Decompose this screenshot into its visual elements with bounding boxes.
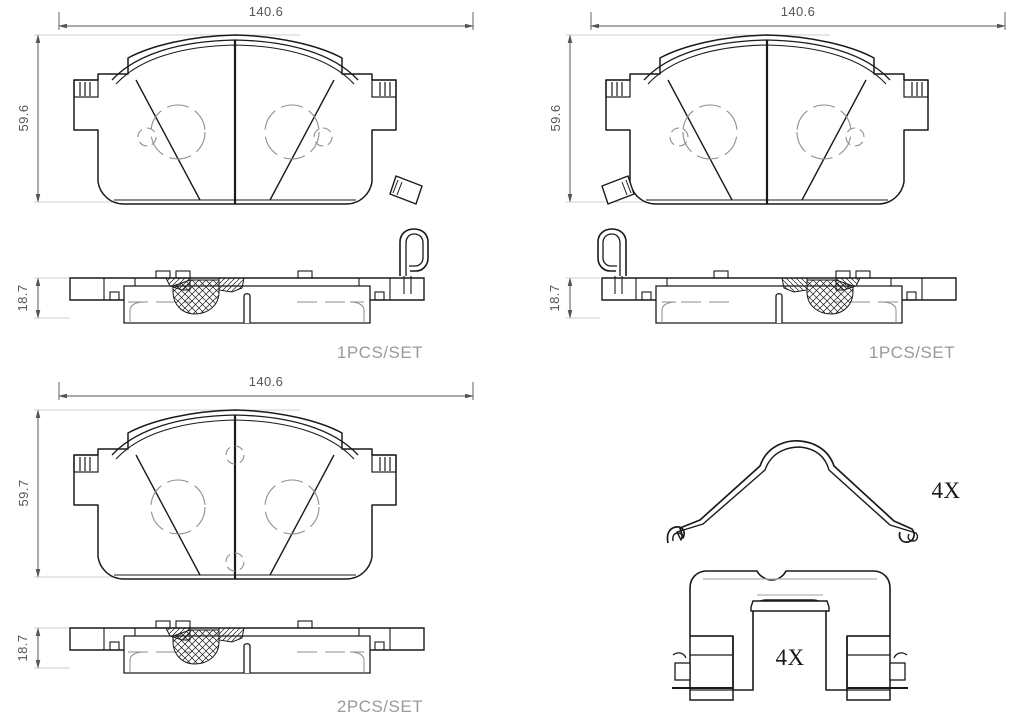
set-label-top-right: 1PCS/SET [869,343,955,362]
dim-height-label-bottom-left: 59.7 [16,480,31,507]
dim-height-label-top-left: 59.6 [16,105,31,132]
dim-thickness-label-top-right: 18.7 [547,285,562,312]
view-top-right-outer-pad: 140.6 59.6 18.7 [547,4,1006,362]
view-top-left-outer-pad: 140.6 59.6 18.7 [15,4,474,362]
shim-bracket-qty-label: 4X [775,645,804,670]
dimension-width-top-left: 140.6 [58,4,474,30]
set-label-top-left: 1PCS/SET [337,343,423,362]
wear-sensor-tab-top-left [389,175,423,205]
set-label-bottom-left: 2PCS/SET [337,697,423,716]
dim-width-label-top-right: 140.6 [781,4,816,19]
dim-thickness-label-top-left: 18.7 [15,285,30,312]
hardware-spring-clip: 4X [666,439,960,544]
dim-width-label-top-left: 140.6 [249,4,284,19]
dim-width-label-bottom-left: 140.6 [249,374,284,389]
view-bottom-left-inner-pad: 140.6 59.7 18.7 [15,374,474,716]
hardware-shim-bracket: 4X [672,570,908,701]
dim-height-label-top-right: 59.6 [548,105,563,132]
dim-thickness-label-bottom-left: 18.7 [15,635,30,662]
dimension-width-top-right: 140.6 [590,4,1006,30]
dimension-thickness-top-right: 18.7 [547,277,600,319]
wear-sensor-tab-top-right [601,175,635,205]
dimension-thickness-bottom-left: 18.7 [15,627,70,669]
dimension-thickness-top-left: 18.7 [15,277,70,319]
dimension-width-bottom-left: 140.6 [58,374,474,400]
spring-clip-qty-label: 4X [931,478,960,503]
